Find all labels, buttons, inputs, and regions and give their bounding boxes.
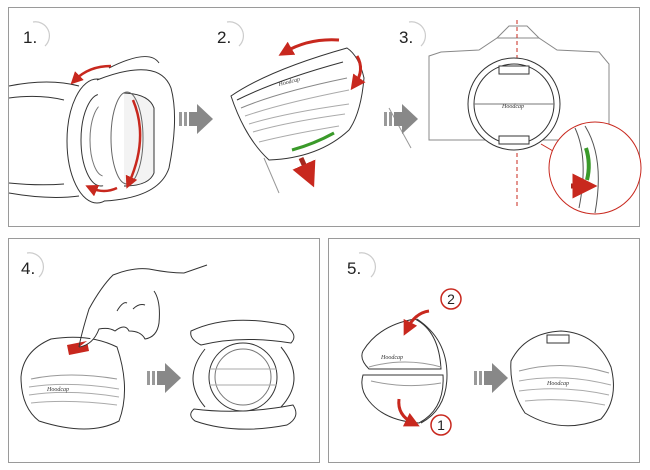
panel-step-5: Hoodcap 2 1 Hoodcap 5. bbox=[328, 238, 640, 463]
step1-rotate-arrow-top bbox=[70, 64, 112, 85]
panel-step-4: Hoodcap 4. bbox=[8, 238, 320, 463]
step5-arrow-bottom bbox=[397, 398, 420, 427]
finger-press-icon bbox=[78, 264, 208, 348]
callout-2: 2 bbox=[440, 288, 462, 310]
step2-arc bbox=[226, 21, 245, 47]
step1-rotate-arrow-right bbox=[125, 99, 142, 189]
step1-arc bbox=[32, 21, 51, 47]
step-2-number: 2. bbox=[217, 28, 232, 47]
step-3-number: 3. bbox=[399, 28, 414, 47]
step5-brand-label: Hoodcap bbox=[380, 355, 403, 361]
step2-press-arrow bbox=[292, 156, 316, 188]
panel-steps-1-3: Hoodcap Hoodcap bbox=[8, 7, 642, 227]
step3-arc bbox=[408, 21, 427, 47]
step1-illustration bbox=[8, 56, 176, 204]
step4-hood-closed: Hoodcap bbox=[20, 336, 126, 430]
arrow-right-icon bbox=[179, 104, 213, 134]
arrow-right-icon bbox=[474, 363, 508, 393]
step5-arrow-top bbox=[403, 309, 430, 336]
step3-illustration: Hoodcap bbox=[428, 20, 642, 215]
arrow-right-icon bbox=[147, 363, 181, 393]
callout-1-label: 1 bbox=[437, 417, 445, 433]
step2-rotate-arrow-right bbox=[350, 55, 366, 91]
step1-rotate-arrow-bottom bbox=[85, 184, 118, 197]
step5-hood-closed: Hoodcap bbox=[510, 330, 614, 427]
step5-arc bbox=[358, 252, 377, 278]
step4-hood-open bbox=[190, 319, 297, 430]
step-4-number: 4. bbox=[21, 259, 36, 278]
callout-1: 1 bbox=[430, 414, 452, 436]
step-1-number: 1. bbox=[23, 28, 38, 47]
callout-2-label: 2 bbox=[447, 291, 455, 307]
step4-arc bbox=[26, 252, 45, 278]
step5-hood-closing: Hoodcap bbox=[361, 318, 448, 424]
step5-drawing: Hoodcap 2 1 Hoodcap bbox=[358, 252, 614, 436]
step4-drawing: Hoodcap bbox=[20, 252, 297, 430]
step-5-number: 5. bbox=[347, 259, 362, 278]
step2-illustration: Hoodcap bbox=[230, 47, 412, 194]
step2-green-latch bbox=[291, 131, 335, 152]
step2-rotate-arrow-top bbox=[278, 38, 340, 56]
step5-brand-label-closed: Hoodcap bbox=[546, 381, 569, 387]
steps-1-3-drawing: Hoodcap Hoodcap bbox=[8, 20, 642, 215]
arrow-right-icon bbox=[384, 104, 418, 134]
step3-brand-label: Hoodcap bbox=[501, 104, 524, 110]
step2-brand-label: Hoodcap bbox=[277, 77, 301, 88]
step4-brand-label: Hoodcap bbox=[46, 387, 69, 393]
